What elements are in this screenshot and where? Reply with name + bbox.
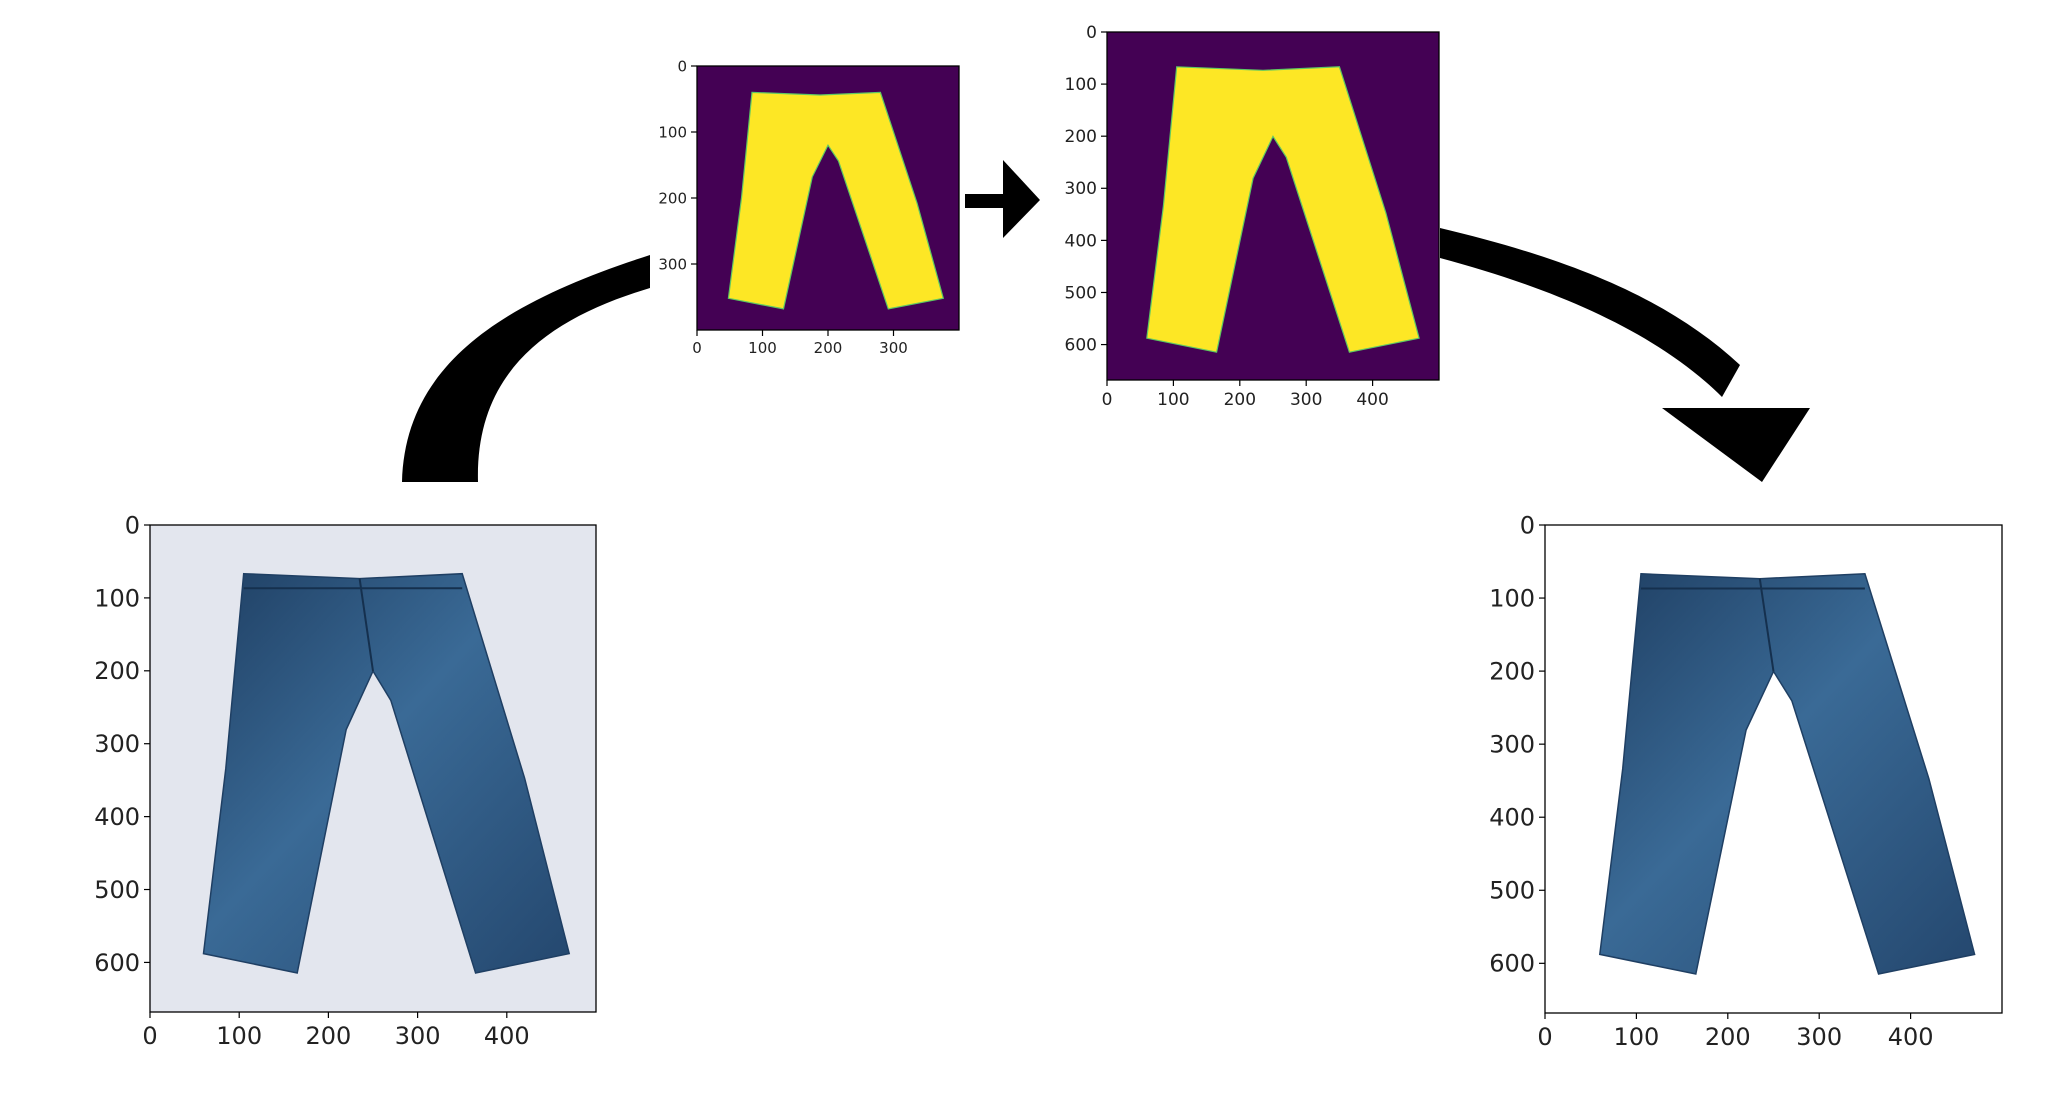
- curved-arrow-down-icon: [1440, 228, 1810, 482]
- axes-frame: [1544, 524, 2003, 1014]
- y-tick-label: 600: [1489, 950, 1535, 978]
- x-tick-label: 300: [1290, 390, 1322, 410]
- y-tick-label: 0: [1086, 23, 1097, 43]
- x-tick-label: 200: [305, 1022, 351, 1050]
- x-tick-label: 300: [395, 1022, 441, 1050]
- axes-frame: [1106, 31, 1440, 381]
- y-tick-label: 400: [1489, 804, 1535, 832]
- pants-mask-shape: [1146, 66, 1420, 353]
- input-photo-panel: 0 100 200 300 400 0 100 200 300 400 500 600: [94, 511, 597, 1050]
- y-tick-label: 300: [1489, 731, 1535, 759]
- axes-frame: [149, 524, 597, 1013]
- y-tick-label: 400: [94, 803, 140, 831]
- x-tick-label: 100: [1157, 390, 1189, 410]
- x-tick-label: 400: [1888, 1023, 1934, 1051]
- curved-arrow-up-icon: [402, 255, 650, 482]
- jeans-fly-seam: [1758, 578, 1775, 672]
- jeans-image: [1598, 573, 1976, 975]
- y-tick-label: 300: [1065, 179, 1097, 199]
- x-tick-label: 300: [879, 339, 908, 357]
- x-tick-label: 200: [814, 339, 843, 357]
- x-tick-label: 100: [216, 1022, 262, 1050]
- y-tick-label: 100: [1065, 75, 1097, 95]
- y-tick-label: 300: [658, 255, 687, 273]
- x-tick-label: 300: [1796, 1023, 1842, 1051]
- y-tick-label: 300: [94, 730, 140, 758]
- x-tick-label: 0: [1537, 1023, 1552, 1051]
- x-tick-label: 0: [142, 1022, 157, 1050]
- y-tick-label: 500: [1065, 283, 1097, 303]
- y-tick-label: 400: [1065, 231, 1097, 251]
- x-tick-label: 100: [748, 339, 777, 357]
- y-tick-label: 100: [1489, 584, 1535, 612]
- x-tick-label: 0: [1102, 390, 1113, 410]
- output-photo-panel: 0 100 200 300 400 0 100 200 300 400 500 600: [1489, 511, 2003, 1051]
- y-tick-label: 600: [94, 949, 140, 977]
- x-tick-label: 200: [1705, 1023, 1751, 1051]
- x-tick-label: 400: [1356, 390, 1388, 410]
- x-tick-label: 100: [1613, 1023, 1659, 1051]
- y-tick-label: 600: [1065, 336, 1097, 356]
- small-mask-panel: 0 100 200 300 0 100 200 300: [658, 57, 960, 357]
- pants-mask-shape: [727, 91, 945, 310]
- y-tick-label: 0: [1520, 511, 1535, 539]
- x-tick-label: 200: [1224, 390, 1256, 410]
- y-tick-label: 0: [125, 511, 140, 539]
- y-tick-label: 200: [1065, 127, 1097, 147]
- y-tick-label: 100: [658, 123, 687, 141]
- resized-mask-panel: 0 100 200 300 400 0 100 200 300 400 500 600: [1065, 23, 1440, 410]
- x-tick-label: 0: [692, 339, 702, 357]
- y-tick-label: 100: [94, 584, 140, 612]
- y-tick-label: 200: [1489, 658, 1535, 686]
- y-tick-label: 500: [94, 876, 140, 904]
- y-tick-label: 0: [677, 57, 687, 75]
- jeans-image: [202, 572, 571, 974]
- right-arrow-icon: [965, 160, 1040, 238]
- x-tick-label: 400: [484, 1022, 530, 1050]
- jeans-fly-seam: [358, 578, 374, 672]
- y-tick-label: 200: [94, 657, 140, 685]
- y-tick-label: 200: [658, 189, 687, 207]
- y-tick-label: 500: [1489, 877, 1535, 905]
